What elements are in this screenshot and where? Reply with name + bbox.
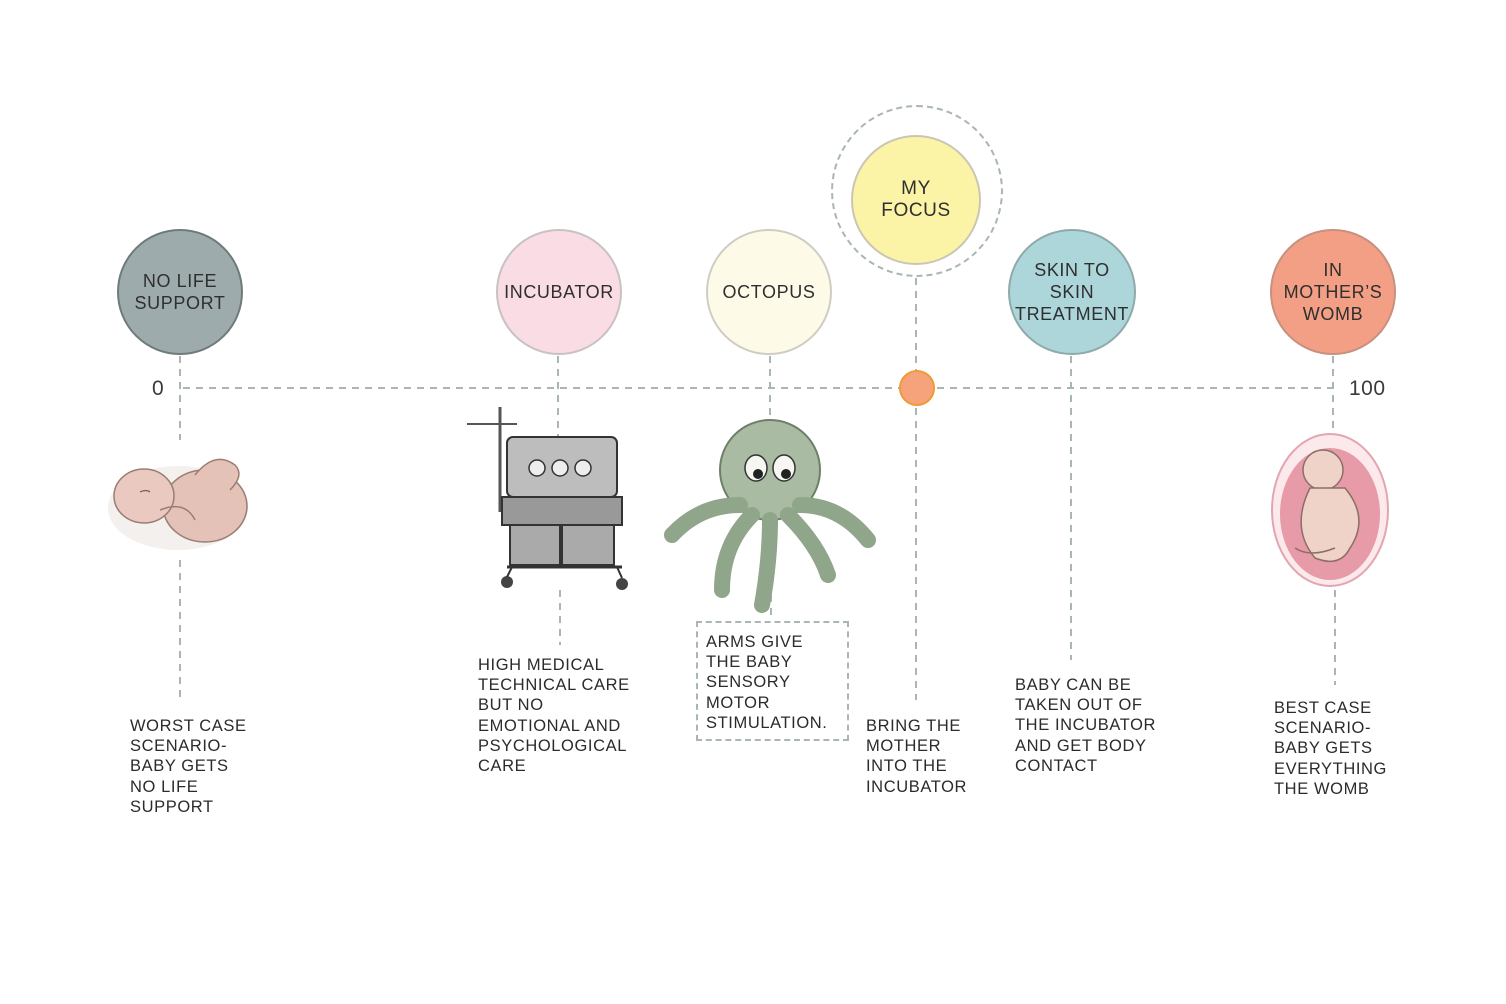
scale-min-label: 0 xyxy=(152,377,165,400)
node-my-focus: MY FOCUS xyxy=(851,135,981,265)
description-no-life-support: WORST CASE SCENARIO- BABY GETS NO LIFE S… xyxy=(130,717,247,816)
scale-max-label: 100 xyxy=(1349,377,1386,400)
node-label: OCTOPUS xyxy=(722,282,816,302)
node-no-life-support: NO LIFE SUPPORT xyxy=(117,229,243,355)
description-octopus: ARMS GIVE THE BABY SENSORY MOTOR STIMULA… xyxy=(706,633,828,732)
focus-ring xyxy=(831,105,1003,277)
node-label: IN MOTHER’S WOMB xyxy=(1283,260,1383,324)
node-octopus: OCTOPUS xyxy=(706,229,832,355)
focus-marker xyxy=(899,370,935,406)
description-my-focus: BRING THE MOTHER INTO THE INCUBATOR xyxy=(866,717,968,796)
description-incubator: HIGH MEDICAL TECHNICAL CARE BUT NO EMOTI… xyxy=(478,656,630,776)
node-label: SKIN TO SKIN TREATMENT xyxy=(1014,260,1130,324)
description-skin-to-skin: BABY CAN BE TAKEN OUT OF THE INCUBATOR A… xyxy=(1015,676,1157,775)
octopus-icon xyxy=(664,419,876,613)
node-skin-to-skin: SKIN TO SKIN TREATMENT xyxy=(1008,229,1136,355)
node-mothers-womb: IN MOTHER’S WOMB xyxy=(1270,229,1396,355)
node-incubator: INCUBATOR xyxy=(496,229,622,355)
node-label: MY FOCUS xyxy=(881,178,951,221)
description-mothers-womb: BEST CASE SCENARIO- BABY GETS EVERYTHING… xyxy=(1274,699,1387,798)
node-label: INCUBATOR xyxy=(504,282,614,302)
incubator-icon xyxy=(467,407,628,590)
fetus-icon xyxy=(108,458,248,550)
octopus-description-box xyxy=(696,621,849,741)
node-label: NO LIFE SUPPORT xyxy=(134,271,226,313)
womb-icon xyxy=(1271,433,1389,587)
